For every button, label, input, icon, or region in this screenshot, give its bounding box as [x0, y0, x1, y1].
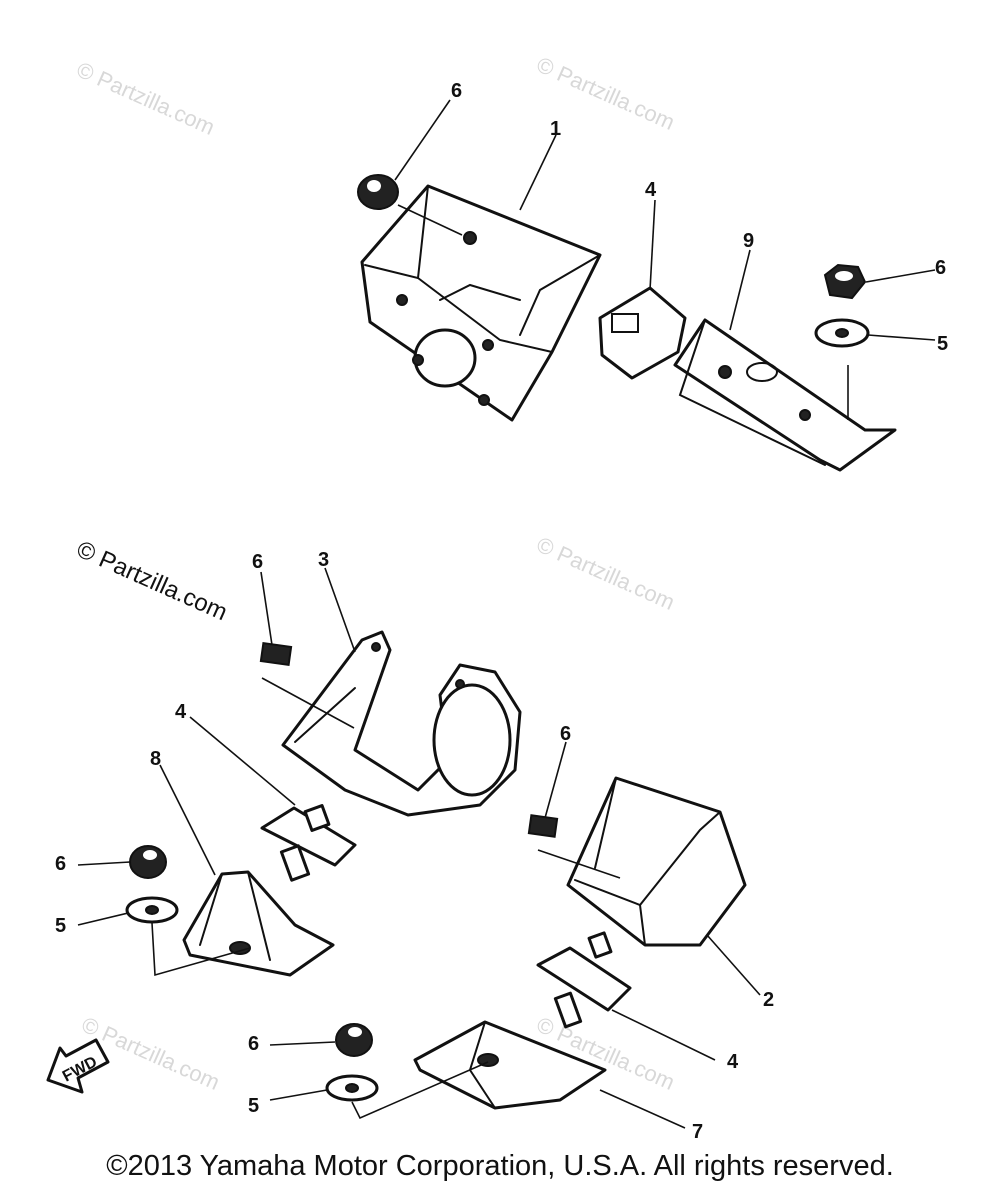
upper-leader-lines	[394, 99, 936, 420]
damper-part-4-right	[536, 931, 632, 1029]
callout-5a: 5	[937, 333, 948, 355]
bracket-part-9	[673, 318, 897, 472]
watermark-1: © Partzilla.com	[73, 57, 219, 140]
fwd-arrow: FWD	[46, 1038, 110, 1094]
callout-9: 9	[743, 230, 754, 252]
nut-part-6-right	[527, 814, 559, 838]
callout-6b: 6	[935, 257, 946, 279]
callout-4b: 4	[175, 701, 187, 723]
callout-1: 1	[550, 118, 561, 140]
nut-part-6-upper	[357, 174, 399, 210]
callout-5c: 5	[248, 1095, 259, 1117]
callout-4c: 4	[727, 1051, 739, 1073]
callout-3: 3	[318, 549, 329, 571]
callout-6f: 6	[248, 1033, 259, 1055]
callout-2: 2	[763, 989, 774, 1011]
washer-part-5-upper	[814, 318, 870, 348]
callouts: 6 1 4 9 6 5 6 3 4 8 6 5 6 2 4 6 5 7	[55, 80, 948, 1143]
copyright-notice: ©2013 Yamaha Motor Corporation, U.S.A. A…	[106, 1150, 894, 1182]
bracket-part-2	[566, 776, 747, 947]
lower-leader-lines	[77, 567, 761, 1129]
callout-4a: 4	[645, 179, 657, 201]
damper-part-4-left	[260, 804, 357, 882]
callout-6c: 6	[252, 551, 263, 573]
callout-8: 8	[150, 748, 161, 770]
nut-part-6-bottom	[335, 1023, 373, 1057]
bracket-part-3	[281, 630, 522, 817]
bracket-part-8	[182, 870, 335, 977]
washer-part-5-left	[125, 896, 179, 924]
callout-6a: 6	[451, 80, 462, 102]
nut-part-6-upper-right	[823, 263, 867, 300]
bracket-part-7	[413, 1020, 607, 1110]
nut-part-6-left	[129, 845, 167, 879]
watermark-3: © Partzilla.com	[533, 532, 679, 615]
callout-5b: 5	[55, 915, 66, 937]
callout-6e: 6	[560, 723, 571, 745]
damper-part-4-upper	[598, 286, 687, 380]
bracket-part-1	[360, 184, 602, 422]
washer-part-5-bottom	[325, 1074, 379, 1102]
nut-part-6-lower-top	[259, 642, 293, 666]
callout-6d: 6	[55, 853, 66, 875]
callout-7: 7	[692, 1121, 703, 1143]
watermark-dark: © Partzilla.com	[73, 536, 232, 626]
